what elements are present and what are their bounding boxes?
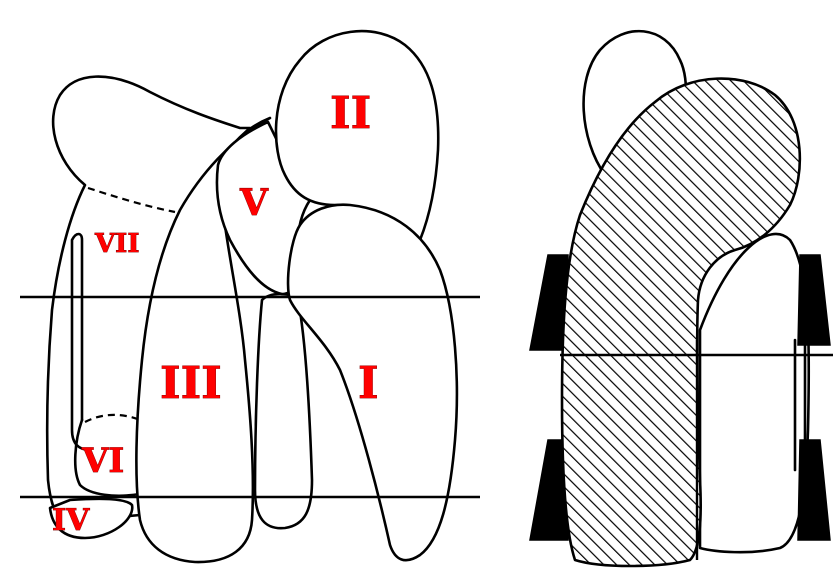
right-body-outline <box>700 234 809 552</box>
label-vii: VII <box>94 229 140 259</box>
label-iii: III <box>160 358 222 409</box>
left-figure: II V VII III I VI IV <box>20 31 480 562</box>
wedge-lower-right <box>798 440 830 540</box>
label-v: V <box>239 182 269 224</box>
label-iv: IV <box>52 503 90 538</box>
wedge-upper-right <box>798 255 830 345</box>
central-column-outline <box>255 294 312 528</box>
right-figure <box>530 31 833 566</box>
label-vi: VI <box>81 441 124 481</box>
label-i: I <box>358 358 379 409</box>
label-ii: II <box>330 88 371 139</box>
